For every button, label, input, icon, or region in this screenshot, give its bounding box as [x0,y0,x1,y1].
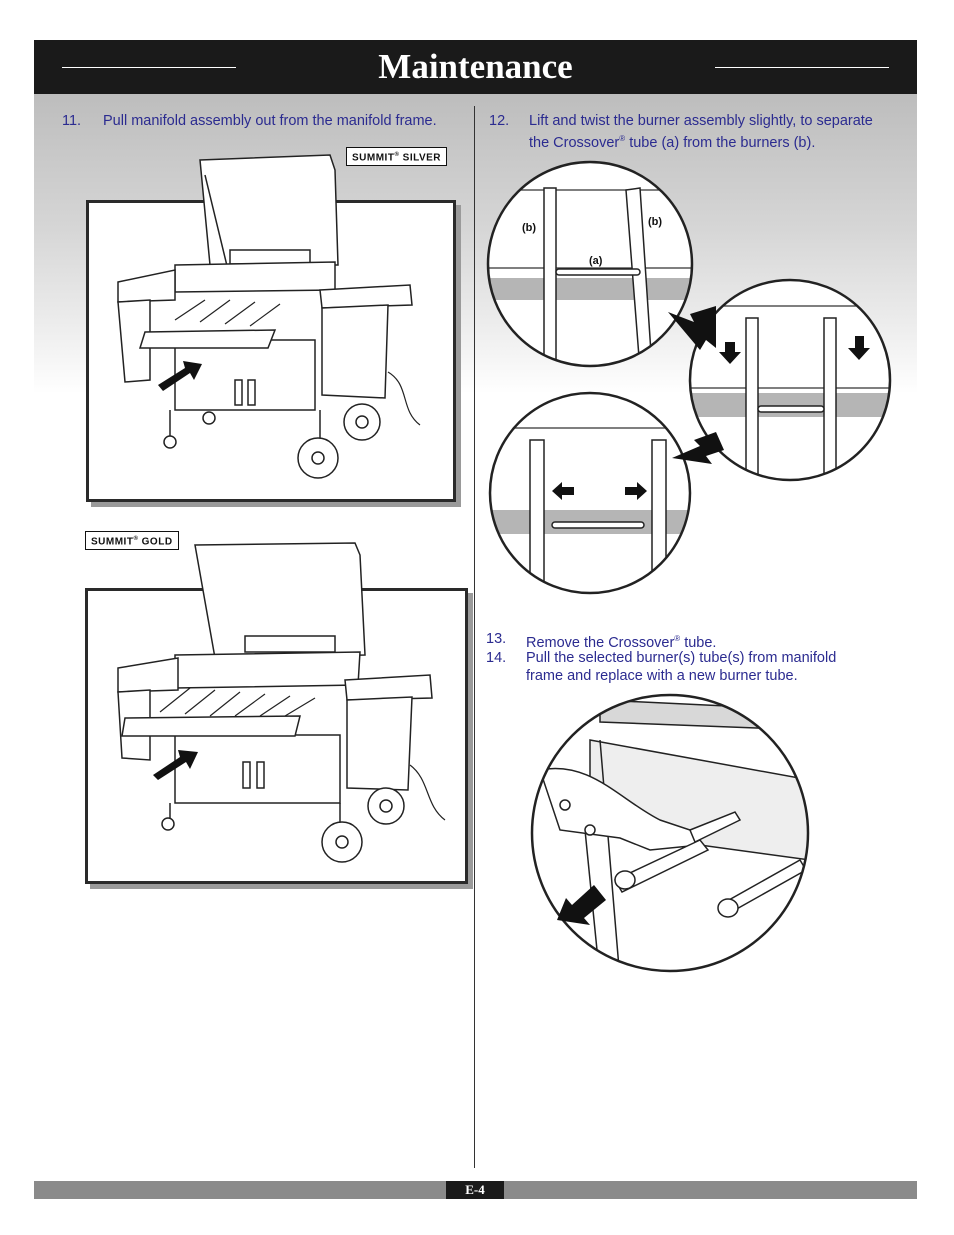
burner-tube [543,187,557,366]
manifold-assembly [121,715,301,737]
registered-mark: ® [133,536,139,542]
burner-tube-end [689,811,742,844]
step-number: 14. [486,650,507,666]
door-handle [247,379,256,406]
summit-silver-badge: SUMMIT® SILVER [346,147,448,167]
page-footer: E-4 [34,1181,917,1199]
door-handle [256,761,265,789]
door-handle [234,379,243,406]
burner-tube [625,187,653,366]
transition-arrow [672,432,724,464]
left-side-table [117,657,179,693]
page-title: Maintenance [378,47,573,86]
pull-out-arrow [557,885,606,925]
down-arrow [848,336,870,360]
wheel-hub [311,451,325,465]
text-segment: the Crossover [529,134,620,151]
page-header: Maintenance [34,40,917,94]
caster [163,435,177,449]
step-number: 11. [62,113,82,129]
step-text-line1: Lift and twist the burner assembly sligh… [529,113,873,129]
down-arrow [719,342,741,364]
left-arrow [552,482,574,500]
text-segment: tube (a) from the burners (b). [625,134,816,151]
label-b-right: (b) [648,216,662,228]
wheel-hub [335,835,349,849]
detail-circle-2 [690,280,890,480]
summit-gold-badge: SUMMIT® GOLD [85,531,179,551]
crossover-tube [757,405,825,413]
step-number: 12. [489,113,510,129]
header-rule-left [62,67,236,68]
text-segment: Remove the Crossover [526,634,675,651]
caster [161,817,175,831]
wheel-hub [379,799,393,813]
grill-lid [194,542,366,659]
right-side-table [319,284,413,309]
badge-brand: SUMMIT [352,152,395,164]
header-rule-right [715,67,889,68]
grill-handle [244,635,336,653]
right-side-bin [321,304,389,399]
wheel-hub [355,415,369,429]
step-number: 13. [486,631,507,647]
caster [202,411,216,425]
left-side-bin [117,299,151,383]
left-side-table [117,269,176,303]
label-a: (a) [589,255,603,267]
pull-arrow [158,361,202,391]
grill-lid [199,154,339,266]
page-number: E-4 [446,1181,504,1199]
crossover-tube [555,268,641,276]
hand [539,767,702,851]
crossover-tube [551,521,645,529]
right-side-table [344,674,433,701]
transition-arrow [668,306,716,350]
burner-tube [651,439,667,593]
label-b-left: (b) [522,222,536,234]
text-segment: tube. [680,634,717,651]
registered-mark: ® [394,152,400,158]
step-text: Pull manifold assembly out from the mani… [103,113,437,129]
burner-valve [717,898,739,918]
burner-valve [614,870,636,890]
step-text: Remove the Crossover® tube. [526,630,716,652]
column-divider [474,106,475,1168]
pull-arrow [153,750,198,780]
registered-mark: ® [619,134,626,143]
badge-brand: SUMMIT [91,536,134,548]
badge-model: SILVER [402,152,442,164]
step-13: 13. Remove the Crossover® tube. [486,630,906,652]
step-text-line2: frame and replace with a new burner tube… [526,668,798,684]
badge-model: GOLD [141,536,173,548]
registered-mark: ® [674,634,681,643]
step-text-line2: the Crossover® tube (a) from the burners… [529,130,815,152]
step-12: 12. Lift and twist the burner assembly s… [489,112,909,152]
right-arrow [625,482,647,500]
step-11: 11. Pull manifold assembly out from the … [62,112,462,132]
door-handle [242,761,251,789]
burner-tube [529,439,545,593]
manifold-assembly [138,329,277,349]
step-14: 14. Pull the selected burner(s) tube(s) … [486,649,906,689]
step-text-line1: Pull the selected burner(s) tube(s) from… [526,650,837,666]
right-side-bin [346,696,413,791]
